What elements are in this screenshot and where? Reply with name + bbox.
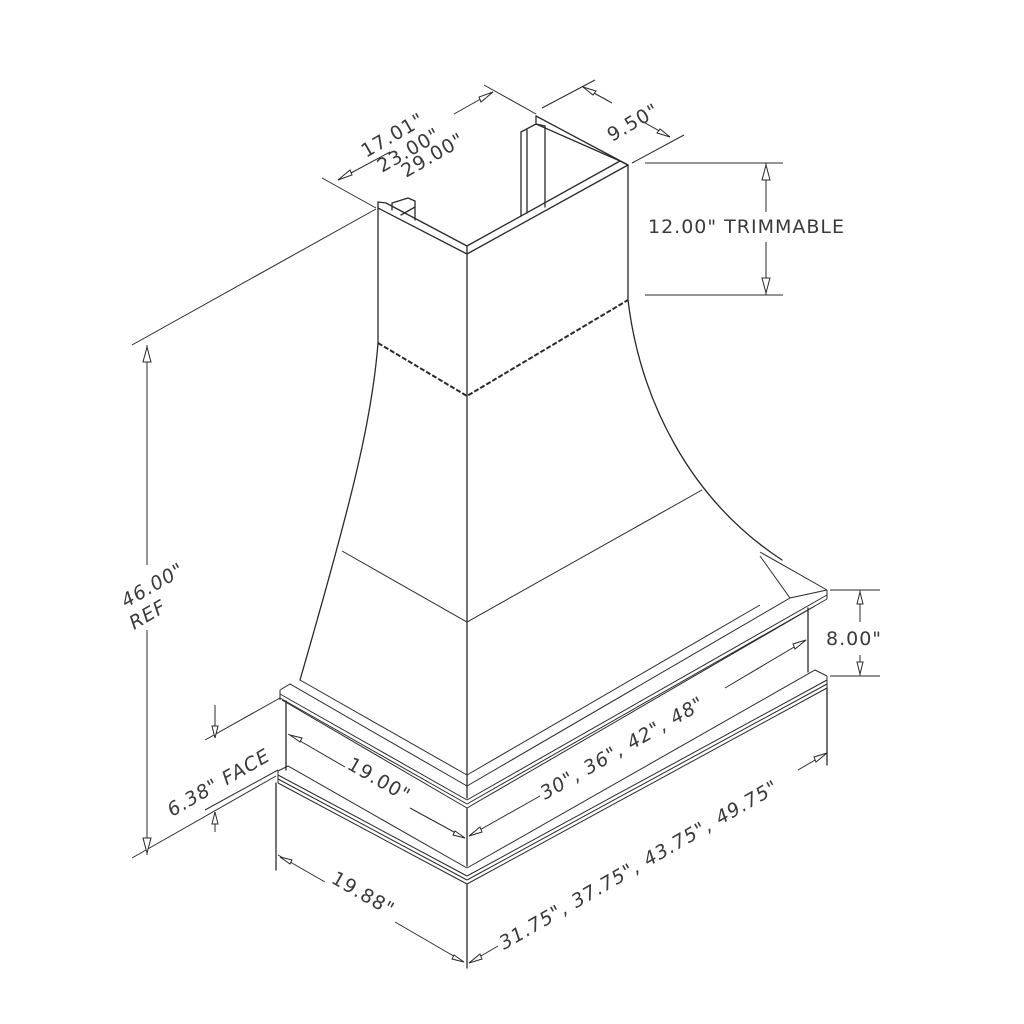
dim-chimney-width: 17.01" 23.00" 29.00" [321, 84, 537, 209]
band-depth-label: 19.00" [344, 753, 415, 807]
hood-body [299, 299, 783, 799]
dim-band-depth: 19.00" [287, 733, 466, 839]
upper-molding [279, 551, 828, 867]
trimmable-label: 12.00" TRIMMABLE [648, 216, 845, 238]
band-widths-label: 30", 36", 42", 48" [537, 692, 709, 804]
chimney [377, 115, 629, 398]
chimney-depth-label: 9.50" [604, 99, 664, 146]
base-widths-label: 31.75", 37.75", 43.75", 49.75" [496, 776, 783, 954]
dim-trimmable: 12.00" TRIMMABLE [645, 162, 845, 296]
base-depth-label: 19.88" [328, 867, 399, 921]
dim-base-widths: 31.75", 37.75", 43.75", 49.75" [468, 752, 828, 964]
lower-molding [275, 669, 828, 969]
dim-band-height: 8.00" [826, 589, 882, 677]
dim-face-height: 6.38" FACE [164, 697, 281, 832]
dim-chimney-depth: 9.50" [541, 79, 685, 164]
dim-base-depth: 19.88" [275, 852, 465, 963]
face-height-label: 6.38" FACE [164, 745, 275, 822]
band-height-label: 8.00" [826, 628, 882, 650]
